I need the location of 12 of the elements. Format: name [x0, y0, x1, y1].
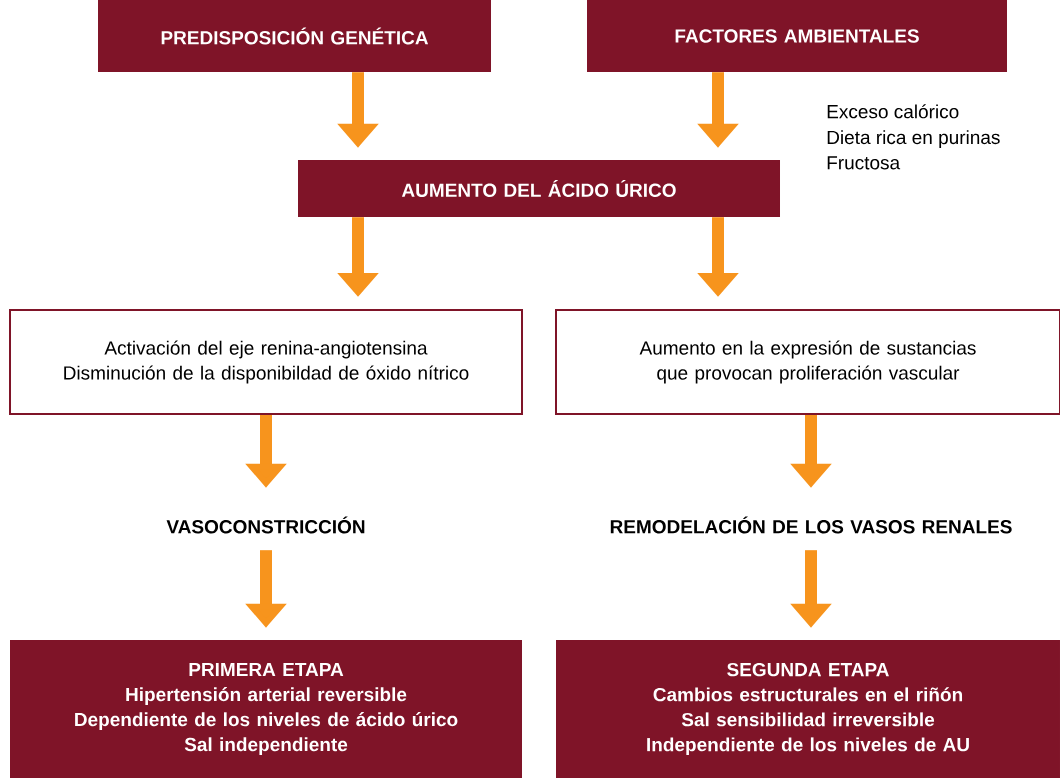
process-box: Activación del eje renina-angiotensina Disminución de la disponibildad de óxido nítrico	[9, 309, 523, 415]
factor-text: Dieta rica en purinas	[827, 130, 1000, 148]
stage-label: REMODELACIÓN DE LOS VASOS RENALES	[610, 516, 1012, 534]
cause-box: PREDISPOSICIÓN GENÉTICA	[98, 0, 491, 72]
stage-box: PRIMERA ETAPA Hipertensión arterial reversible Dependiente de los niveles de ácido úrico Sal independiente	[10, 640, 522, 778]
stage-box: SEGUNDA ETAPA Cambios estructurales en el riñón Sal sensibilidad irreversible Independiente de los niveles de AU	[556, 640, 1060, 778]
process-box: Aumento en la expresión de sustancias que provocan proliferación vascular	[555, 309, 1060, 415]
process-box: AUMENTO DEL ÁCIDO ÚRICO	[298, 160, 780, 217]
factor-text: Exceso calórico	[827, 104, 959, 119]
cause-box: FACTORES AMBIENTALES	[587, 0, 1007, 72]
stage-label: VASOCONSTRICCIÓN	[166, 516, 365, 534]
factor-text: Fructosa	[827, 156, 901, 170]
